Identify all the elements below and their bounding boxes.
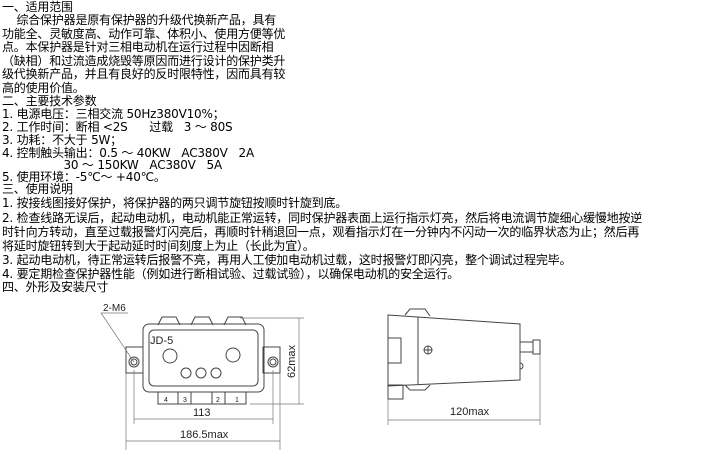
mounting-ear-left [125, 346, 144, 374]
nut [532, 339, 541, 355]
paragraph-line: 高的使用价值。 [2, 81, 85, 95]
side-base [387, 384, 404, 400]
knob [225, 347, 241, 363]
shaft [519, 341, 534, 353]
side-bump-top [404, 308, 431, 317]
paragraph-line: 综合保护器是原有保护器的升级代换新产品，具有 [2, 13, 277, 27]
section-heading: 三、使用说明 [2, 182, 73, 196]
section-heading: 一、适用范围 [2, 0, 73, 14]
dim-label-mount: 113 [193, 407, 211, 419]
paragraph-line: 级代换新产品，并且有良好的反时限特性，因而具有较 [2, 67, 286, 81]
indicator-light [210, 367, 222, 379]
paragraph-line: 功能全、灵敏度高、动作可靠、体积小、使用方便等优 [2, 27, 286, 41]
leader-line-screw [100, 312, 135, 363]
model-label: JD-5 [150, 335, 173, 347]
terminal-bump [157, 316, 181, 326]
front-view-drawing [100, 312, 304, 450]
side-recess [387, 337, 402, 364]
paragraph-line: （缺相）和过流造成烧毁等原因而进行设计的保护类升 [2, 54, 286, 68]
body-outer [142, 323, 265, 393]
param-line: 5. 使用环境：-5℃～ +40℃。 [2, 170, 166, 184]
dim-label-width: 186.5max [180, 429, 229, 441]
terminal-bump [190, 316, 214, 326]
terminal-label: 4 [164, 397, 168, 404]
param-line: 4. 控制触头输出：0.5 ～ 40KW AC380V 2A [2, 146, 254, 160]
mounting-ear-right [262, 346, 281, 374]
paragraph-line: 点。本保护器是针对三相电动机在运行过程中因断相 [2, 40, 274, 54]
dim-label-length: 120max [450, 406, 490, 418]
terminal-label: 1 [235, 397, 239, 404]
param-line: 1. 电源电压：三相交流 50Hz380V10%； [2, 107, 225, 121]
mounting-hole-left [128, 356, 140, 368]
instruction-line: 3. 起动电动机，待正常运转后报警不亮，再用人工使加电动机过载，这时报警灯即闪亮… [2, 253, 572, 267]
indicator-light [180, 367, 192, 379]
side-bump-bottom [404, 384, 431, 391]
body-inner [148, 329, 259, 387]
instruction-line: 2. 检查线路无误后，起动电动机，电动机能正常运转，同时保护器表面上运行指示灯亮… [2, 211, 643, 225]
terminal-label: 3 [183, 397, 187, 404]
param-line: 3. 功耗：不大于 5W； [2, 133, 122, 147]
mounting-hole-right [267, 356, 279, 368]
side-view-drawing [387, 308, 541, 425]
dim-label-height: 62max [286, 344, 298, 378]
terminal-bump [223, 316, 247, 326]
indicator-light [195, 367, 207, 379]
instruction-line: 将延时旋钮转到大于起动延时时间刻度上为止（长此为宜）。 [2, 239, 315, 253]
screw-label: 2-M6 [103, 303, 126, 314]
instruction-line: 4. 要定期检查保护器性能（例如进行断相试验、过载试验），以确保电动机的安全运行… [2, 267, 460, 281]
section-heading: 二、主要技术参数 [2, 94, 97, 108]
param-line: 30 ～ 150KW AC380V 5A [2, 158, 222, 172]
side-body [387, 314, 521, 387]
terminal-strip [157, 392, 247, 405]
section-heading: 四、外形及安装尺寸 [2, 280, 109, 294]
terminal-label: 2 [216, 397, 220, 404]
instruction-line: 时针向方转动，直至过载报警灯闪亮后，再顺时针稍退回一点，观看指示灯在一分钟内不闪… [2, 225, 640, 239]
knob [162, 348, 178, 364]
instruction-line: 1. 按接线图接好保护，将保护器的两只调节旋钮按顺时针旋到底。 [2, 196, 348, 210]
param-line: 2. 工作时间：断相 <2S 过载 3 ～ 80S [2, 120, 233, 134]
